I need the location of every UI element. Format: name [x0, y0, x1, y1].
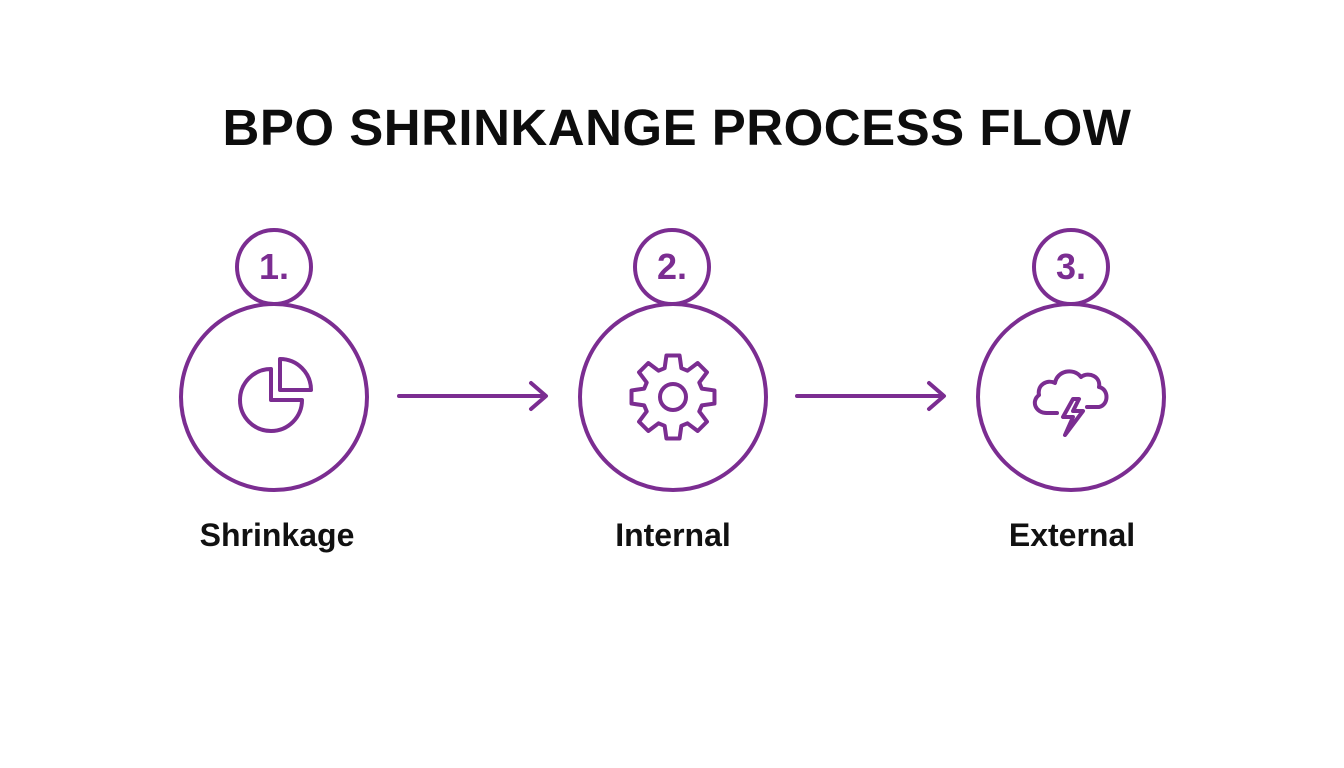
step-3-label: External	[1008, 517, 1136, 553]
step-1-circle	[179, 302, 369, 492]
lightning-bolt-icon	[1061, 397, 1085, 437]
step-1-label: Shrinkage	[199, 517, 355, 553]
step-3-number-badge: 3.	[1032, 228, 1110, 306]
arrow-step-1-to-2	[397, 381, 548, 411]
storm-cloud-icon	[1032, 369, 1109, 437]
pie-chart-icon	[238, 357, 313, 433]
step-1-number-badge: 1.	[235, 228, 313, 306]
step-2-label: Internal	[615, 517, 731, 553]
step-2-number-badge: 2.	[633, 228, 711, 306]
step-2-circle	[578, 302, 768, 492]
gear-icon	[629, 353, 717, 441]
diagram-title: BPO SHRINKANGE PROCESS FLOW	[222, 99, 1132, 156]
arrow-step-2-to-3	[795, 381, 946, 411]
step-3-circle	[976, 302, 1166, 492]
gear-outline	[629, 353, 717, 441]
